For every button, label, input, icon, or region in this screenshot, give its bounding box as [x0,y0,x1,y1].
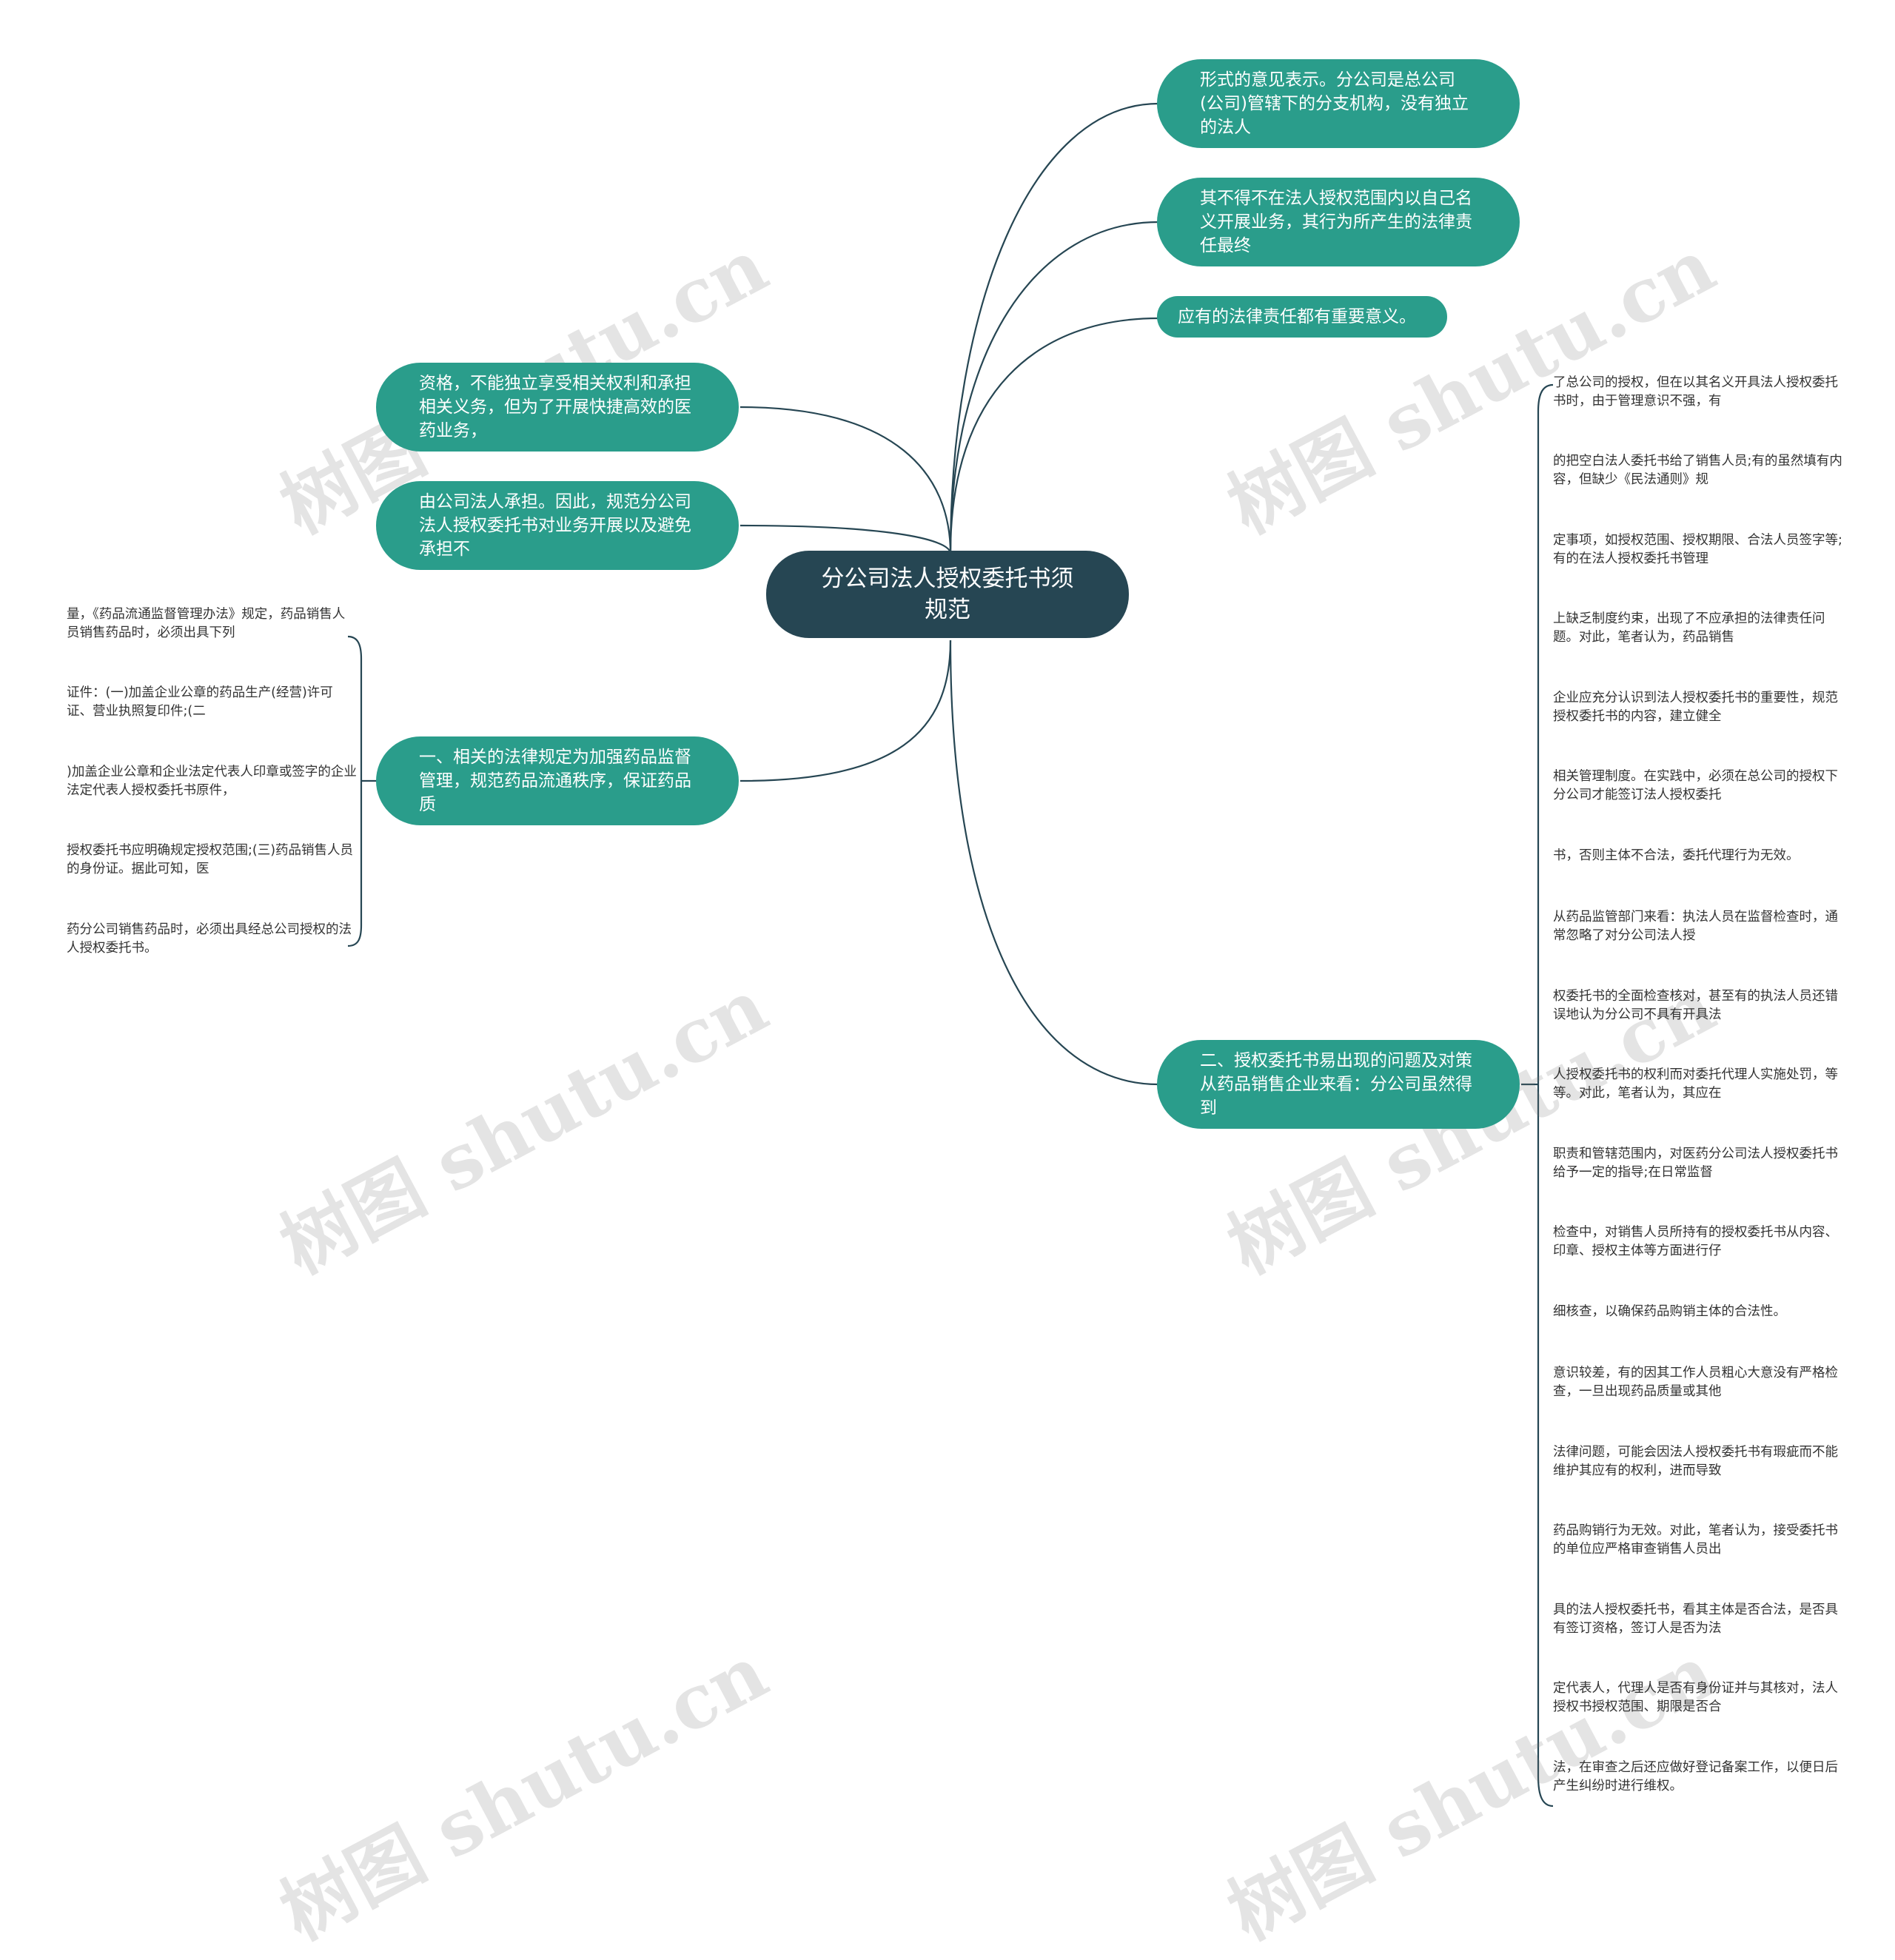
leaf-right[interactable]: 定事项，如授权范围、授权期限、合法人员签字等;有的在法人授权委托书管理 [1553,533,1842,566]
leaf-left[interactable]: 证件：(一)加盖企业公章的药品生产(经营)许可证、营业执照复印件;(二 [67,685,333,719]
leaf-left[interactable]: 授权委托书应明确规定授权范围;(三)药品销售人员的身份证。据此可知，医 [67,843,354,876]
leaf-right[interactable]: 人授权委托书的权利而对委托代理人实施处罚，等等。对此，笔者认为，其应在 [1553,1067,1838,1101]
bracket-right [1537,383,1554,1808]
branch-text: 一、相关的法律规定为加强药品监督管理，规范药品流通秩序，保证药品质 [419,748,691,814]
leaf-right[interactable]: 定代表人，代理人是否有身份证并与其核对，法人授权书授权范围、期限是否合 [1553,1681,1838,1714]
leaf-left[interactable]: )加盖企业公章和企业法定代表人印章或签字的企业法定代表人授权委托书原件， [67,765,357,798]
connector-l2 [739,640,952,782]
leaf-right[interactable]: 检查中，对销售人员所持有的授权委托书从内容、印章、授权主体等方面进行仔 [1553,1225,1838,1258]
branch-text: 其不得不在法人授权范围内以自己名义开展业务，其行为所产生的法律责任最终 [1200,189,1472,255]
connector-r1 [949,221,1159,554]
connector-l0 [739,406,952,554]
leaf-right[interactable]: 上缺乏制度约束，出现了不应承担的法律责任问题。对此，笔者认为，药品销售 [1553,611,1825,645]
branch-right-4[interactable]: 二、授权委托书易出现的问题及对策从药品销售企业来看：分公司虽然得到 [1157,1040,1520,1129]
branch-right-2[interactable]: 其不得不在法人授权范围内以自己名义开展业务，其行为所产生的法律责任最终 [1157,178,1520,266]
branch-left-3[interactable]: 一、相关的法律规定为加强药品监督管理，规范药品流通秩序，保证药品质 [376,736,739,825]
branch-text: 应有的法律责任都有重要意义。 [1178,307,1416,326]
connector-r3 [949,640,1159,1086]
leaf-right[interactable]: 权委托书的全面检查核对，甚至有的执法人员还错误地认为分公司不具有开具法 [1553,989,1838,1022]
leaf-right[interactable]: 职责和管辖范围内，对医药分公司法人授权委托书给予一定的指导;在日常监督 [1553,1147,1838,1180]
leaf-right[interactable]: 具的法人授权委托书，看其主体是否合法，是否具有签订资格，签订人是否为法 [1553,1602,1838,1636]
branch-text: 形式的意见表示。分公司是总公司(公司)管辖下的分支机构，没有独立的法人 [1200,70,1469,137]
root-title: 分公司法人授权委托书须规范 [821,565,1074,623]
branch-text: 由公司法人承担。因此，规范分公司法人授权委托书对业务开展以及避免承担不 [419,492,691,559]
root-topic[interactable]: 分公司法人授权委托书须规范 [766,551,1129,638]
leaf-right[interactable]: 了总公司的授权，但在以其名义开具法人授权委托书时，由于管理意识不强，有 [1553,375,1838,409]
branch-left-1[interactable]: 资格，不能独立享受相关权利和承担相关义务，但为了开展快捷高效的医药业务， [376,363,739,452]
branch-left-2[interactable]: 由公司法人承担。因此，规范分公司法人授权委托书对业务开展以及避免承担不 [376,481,739,570]
connector-r2 [949,317,1159,554]
leaf-right[interactable]: 药品购销行为无效。对此，笔者认为，接受委托书的单位应严格审查销售人员出 [1553,1523,1838,1557]
leaf-right[interactable]: 从药品监管部门来看：执法人员在监督检查时，通常忽略了对分公司法人授 [1553,910,1838,943]
leaf-left[interactable]: 量，《药品流通监督管理办法》规定，药品销售人员销售药品时，必须出具下列 [67,607,346,640]
branch-right-1[interactable]: 形式的意见表示。分公司是总公司(公司)管辖下的分支机构，没有独立的法人 [1157,59,1520,148]
leaf-right[interactable]: 企业应充分认识到法人授权委托书的重要性，规范授权委托书的内容，建立健全 [1553,691,1838,724]
connector-l1 [739,524,952,554]
leaf-right[interactable]: 的把空白法人委托书给了销售人员;有的虽然填有内容，但缺少《民法通则》规 [1553,454,1842,487]
leaf-right[interactable]: 相关管理制度。在实践中，必须在总公司的授权下分公司才能签订法人授权委托 [1553,769,1838,802]
leaf-right[interactable]: 书，否则主体不合法，委托代理行为无效。 [1553,848,1800,863]
leaf-right[interactable]: 法，在审查之后还应做好登记备案工作，以便日后产生纠纷时进行维权。 [1553,1760,1838,1793]
leaf-right[interactable]: 细核查，以确保药品购销主体的合法性。 [1553,1304,1786,1319]
leaf-right[interactable]: 法律问题，可能会因法人授权委托书有瑕疵而不能维护其应有的权利，进而导致 [1553,1445,1838,1478]
branch-text: 二、授权委托书易出现的问题及对策从药品销售企业来看：分公司虽然得到 [1200,1051,1472,1118]
leaf-right[interactable]: 意识较差，有的因其工作人员粗心大意没有严格检查，一旦出现药品质量或其他 [1553,1366,1838,1399]
branch-text: 资格，不能独立享受相关权利和承担相关义务，但为了开展快捷高效的医药业务， [419,374,691,440]
leaf-left[interactable]: 药分公司销售药品时，必须出具经总公司授权的法人授权委托书。 [67,922,352,956]
connector-r0 [949,102,1159,554]
branch-right-3[interactable]: 应有的法律责任都有重要意义。 [1157,296,1447,338]
connector-lines [347,102,1554,1808]
bracket-left [347,635,363,947]
